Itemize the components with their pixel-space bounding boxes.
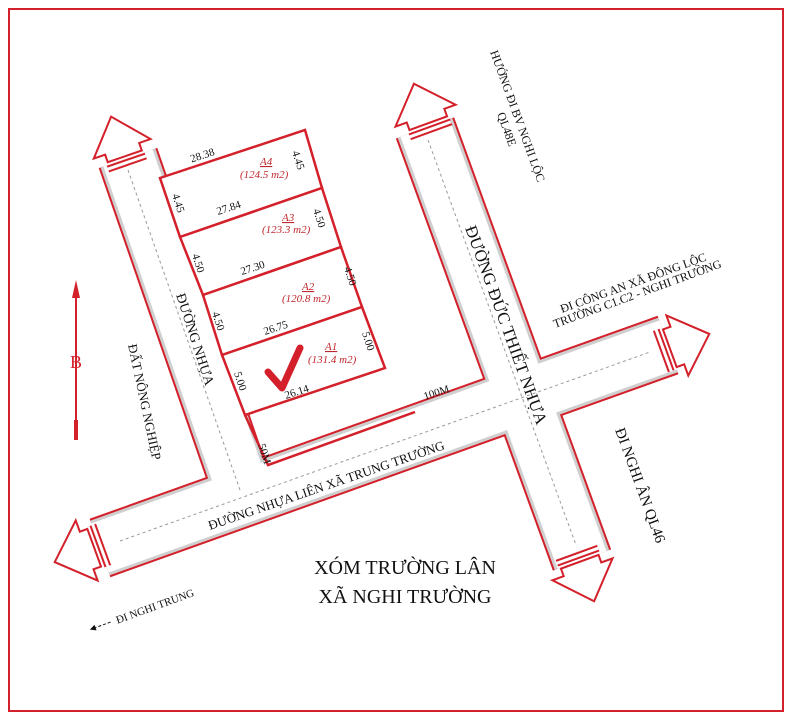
lot-a3-back: 4.50: [310, 207, 328, 229]
lot-a1-front: 5.00: [231, 370, 249, 392]
direction-west: ĐI NGHI TRUNG: [89, 587, 196, 631]
direction-east-line2: TRƯỜNG C1.C2 - NGHI TRƯỜNG: [551, 257, 723, 331]
lot-a1[interactable]: [220, 305, 387, 417]
arrow-east-icon: [652, 313, 711, 379]
lot-a1-area: (131.4 m2): [308, 354, 357, 366]
direction-west-label: ĐI NGHI TRUNG: [114, 587, 195, 626]
arrow-west-icon: [53, 517, 112, 583]
arrow-north-left-icon: [92, 115, 153, 173]
lot-a3-area: (123.3 m2): [262, 224, 311, 236]
arrow-north-right-icon: [393, 82, 459, 141]
lot-a2-front: 4.50: [209, 310, 227, 332]
road-network: [89, 117, 679, 578]
lot-a2-back: 4.50: [341, 265, 359, 287]
lot-a2-area: (120.8 m2): [282, 293, 331, 305]
lot-a1-back: 5.00: [359, 330, 377, 352]
arrow-south-icon: [549, 544, 615, 603]
lot-boundary-to-road: [243, 410, 416, 467]
north-label: B: [70, 352, 82, 372]
area-hamlet: XÓM TRƯỜNG LÂN: [314, 555, 496, 579]
lot-a3-id: A3: [281, 212, 295, 224]
map-border: [8, 8, 784, 712]
lot-a4-area: (124.5 m2): [240, 169, 289, 181]
lot-labels: 28.38 A4 (124.5 m2) 4.45 4.45 27.84 A3 (…: [169, 146, 377, 402]
area-commune: XÃ NGHI TRƯỜNG: [319, 584, 492, 608]
west-dashed-arrow-icon: [93, 620, 113, 629]
selected-check-icon: [264, 344, 304, 392]
lots: [158, 128, 387, 417]
north-arrow: B: [70, 280, 82, 440]
north-arrow-head-icon: [72, 280, 80, 298]
area-farmland: ĐẤT NÔNG NGHIỆP: [125, 343, 164, 462]
lot-a4-id: A4: [259, 156, 273, 168]
direction-south: ĐI NGHI ÂN QL46: [611, 426, 669, 546]
lot-a3-front: 4.50: [189, 252, 207, 274]
lot-a4-front: 4.45: [169, 192, 187, 214]
lot-a2-id: A2: [301, 281, 315, 293]
lot-a1-id: A1: [324, 341, 337, 353]
lot-a4-back: 4.45: [289, 149, 307, 171]
direction-arrows: [53, 82, 711, 603]
